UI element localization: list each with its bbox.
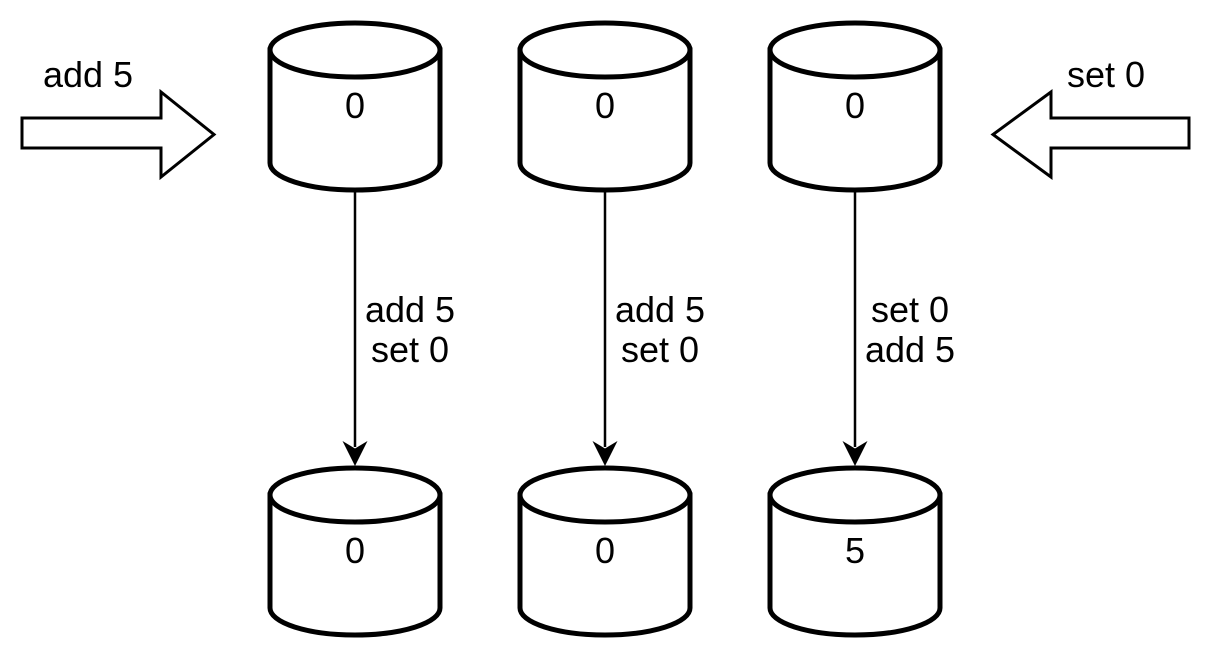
column-1: 0 add 5 set 0 0 bbox=[270, 23, 455, 635]
column-3: 0 set 0 add 5 5 bbox=[770, 23, 955, 635]
top-value-2: 0 bbox=[595, 85, 615, 126]
external-input-right: set 0 bbox=[990, 54, 1191, 180]
column-2: 0 add 5 set 0 0 bbox=[520, 23, 705, 635]
edge-label-2-line-2: set 0 bbox=[621, 329, 699, 370]
block-arrow-left-icon bbox=[990, 89, 1191, 180]
bottom-value-3: 5 bbox=[845, 530, 865, 571]
bottom-value-1: 0 bbox=[345, 530, 365, 571]
edge-label-1-line-2: set 0 bbox=[371, 329, 449, 370]
right-arrow-label: set 0 bbox=[1067, 54, 1145, 95]
top-value-3: 0 bbox=[845, 85, 865, 126]
top-value-1: 0 bbox=[345, 85, 365, 126]
arrowhead-down-icon-2 bbox=[592, 441, 618, 466]
edge-label-3-line-2: add 5 bbox=[865, 329, 955, 370]
external-input-left: add 5 bbox=[20, 54, 217, 181]
arrowhead-down-icon-3 bbox=[842, 441, 868, 466]
left-arrow-label: add 5 bbox=[43, 54, 133, 95]
edge-label-2-line-1: add 5 bbox=[615, 289, 705, 330]
edge-label-3-line-1: set 0 bbox=[871, 289, 949, 330]
bottom-value-2: 0 bbox=[595, 530, 615, 571]
arrowhead-down-icon-1 bbox=[342, 441, 368, 466]
block-arrow-right-icon bbox=[20, 88, 217, 181]
edge-label-1-line-1: add 5 bbox=[365, 289, 455, 330]
